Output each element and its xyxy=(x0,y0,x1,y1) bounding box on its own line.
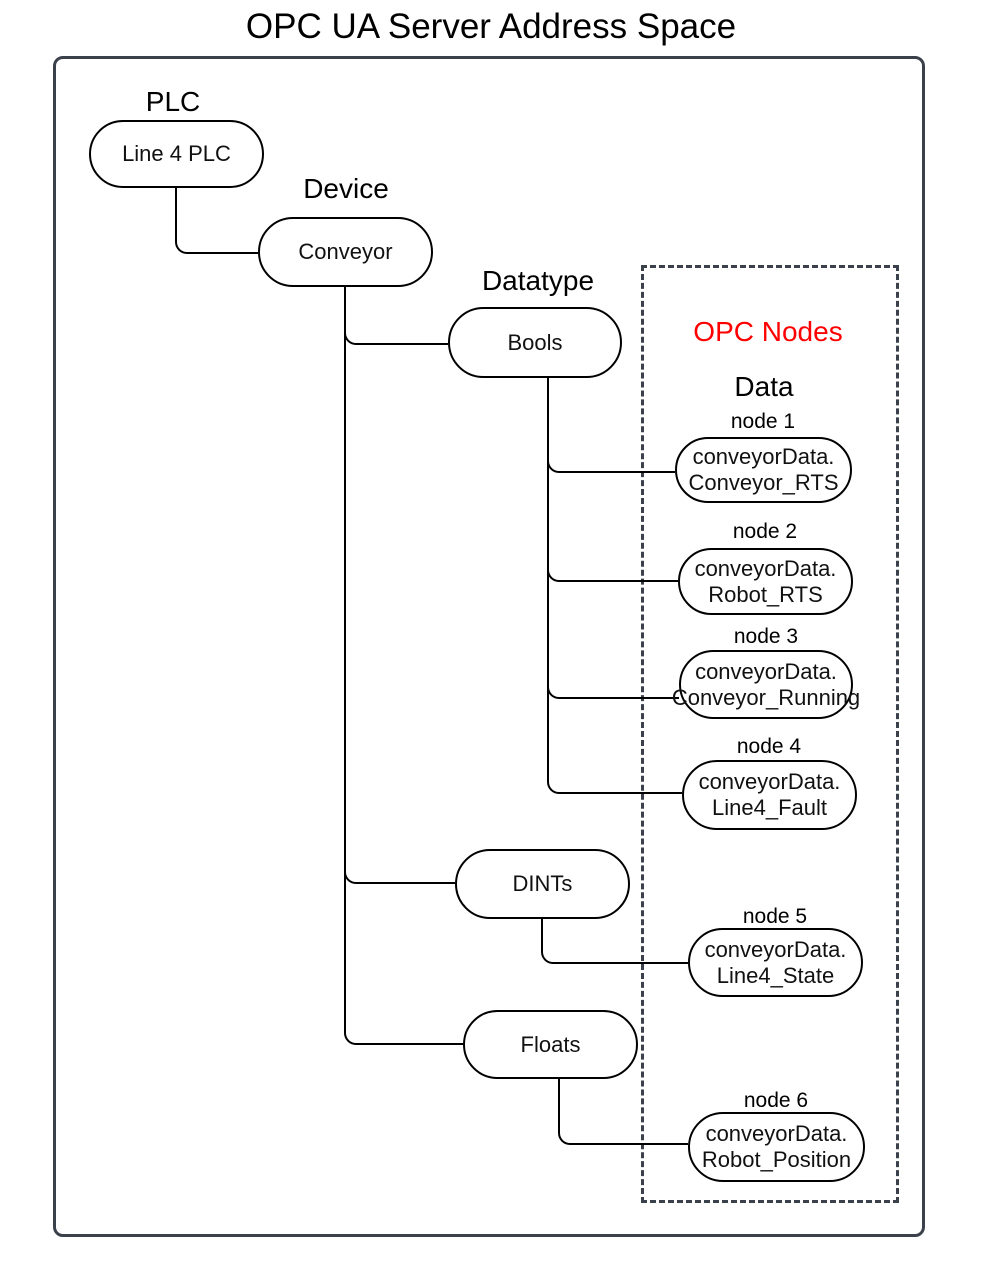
edge-conveyor-to-floats xyxy=(344,287,463,1045)
opc-node-conveyor-running-line1: conveyorData. xyxy=(695,658,837,684)
data-group-label: Data xyxy=(734,371,794,402)
opc-node-conveyor-rts: conveyorData. Conveyor_RTS xyxy=(675,437,852,503)
tree-node-dints-label: DINTs xyxy=(512,871,573,896)
opc-node-robot-position-line2: Robot_Position xyxy=(701,1147,852,1172)
node1-caption: node 1 xyxy=(730,410,796,433)
node3-caption: node 3 xyxy=(733,625,799,648)
opc-node-line4-state: conveyorData. Line4_State xyxy=(688,928,863,997)
tree-node-bools-label: Bools xyxy=(507,329,563,355)
opc-node-robot-position-line1: conveyorData. xyxy=(705,1121,848,1146)
opc-node-conveyor-running-line2: Conveyor_Running xyxy=(671,684,861,710)
tree-node-line4-plc-label: Line 4 PLC xyxy=(122,141,231,166)
node5-caption: node 5 xyxy=(742,905,808,928)
diagram-title: OPC UA Server Address Space xyxy=(245,7,737,46)
node2-caption: node 2 xyxy=(732,520,798,543)
tree-node-line4-plc: Line 4 PLC xyxy=(89,120,264,188)
opc-node-line4-state-line1: conveyorData. xyxy=(704,936,847,962)
tree-node-conveyor-label: Conveyor xyxy=(298,239,393,264)
tree-node-floats: Floats xyxy=(463,1010,638,1079)
opc-node-line4-state-line2: Line4_State xyxy=(716,962,835,988)
opc-node-robot-rts: conveyorData. Robot_RTS xyxy=(678,548,853,615)
node4-caption: node 4 xyxy=(736,735,802,758)
opc-node-robot-rts-line2: Robot_RTS xyxy=(708,581,823,607)
device-group-label: Device xyxy=(303,173,389,204)
opc-node-line4-fault: conveyorData. Line4_Fault xyxy=(682,760,857,830)
edge-plc-to-conveyor xyxy=(175,188,258,254)
datatype-group-label: Datatype xyxy=(481,265,595,296)
opc-node-line4-fault-line2: Line4_Fault xyxy=(712,795,827,820)
tree-node-conveyor: Conveyor xyxy=(258,217,433,287)
tree-node-floats-label: Floats xyxy=(520,1031,581,1057)
opc-node-conveyor-running: conveyorData. Conveyor_Running xyxy=(672,650,860,719)
edge-bools-to-node4 xyxy=(547,378,682,794)
tree-node-dints: DINTs xyxy=(455,849,630,919)
opc-node-line4-fault-line1: conveyorData. xyxy=(698,769,841,794)
opc-node-robot-position: conveyorData. Robot_Position xyxy=(688,1112,865,1182)
edge-floats-to-node6 xyxy=(558,1079,688,1145)
node6-caption: node 6 xyxy=(743,1089,809,1112)
address-space-frame xyxy=(53,56,925,1237)
tree-node-bools: Bools xyxy=(448,307,622,378)
opc-nodes-group-label: OPC Nodes xyxy=(693,316,843,347)
opc-node-conveyor-rts-line2: Conveyor_RTS xyxy=(688,470,839,495)
opc-nodes-dashed-boundary xyxy=(641,265,899,1203)
opc-node-robot-rts-line1: conveyorData. xyxy=(694,555,837,581)
plc-group-label: PLC xyxy=(145,86,201,117)
opc-node-conveyor-rts-line1: conveyorData. xyxy=(692,444,835,469)
edge-dints-to-node5 xyxy=(541,919,688,964)
